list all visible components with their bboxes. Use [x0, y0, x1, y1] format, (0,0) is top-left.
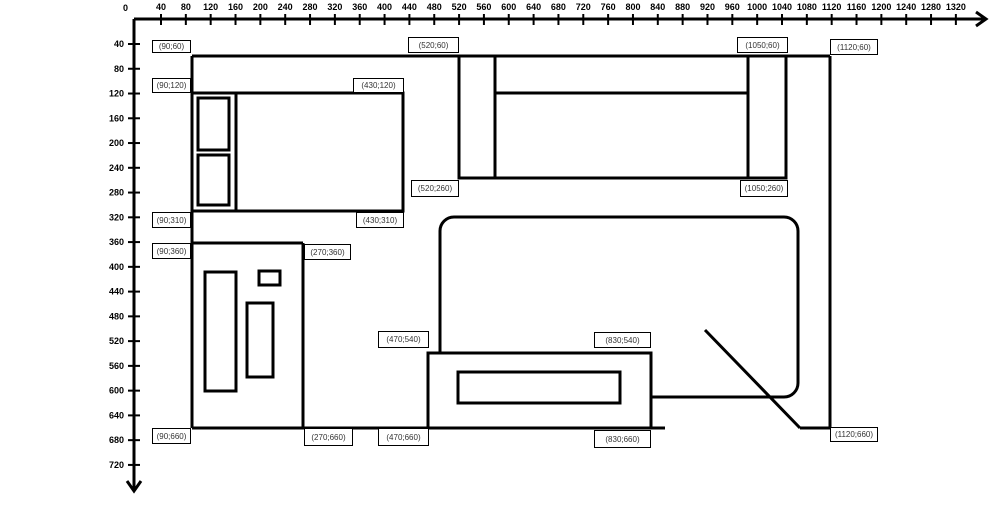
- y-tick-label: 120: [109, 89, 124, 99]
- column-1050: [746, 54, 788, 180]
- column-520: [457, 54, 497, 180]
- cabinet-2: [196, 153, 231, 207]
- x-tick-label: 1240: [896, 2, 916, 12]
- y-tick-label: 680: [109, 435, 124, 445]
- coord-label: (430;310): [356, 212, 404, 228]
- x-tick-label: 360: [352, 2, 367, 12]
- x-tick-label: 960: [725, 2, 740, 12]
- x-tick-label: 400: [377, 2, 392, 12]
- y-tick-label: 40: [114, 39, 124, 49]
- x-tick-label: 120: [203, 2, 218, 12]
- shelf-1: [203, 270, 238, 393]
- coord-label: (270;360): [304, 244, 351, 260]
- x-tick-label: 160: [228, 2, 243, 12]
- coord-label: (520;60): [408, 37, 459, 53]
- y-tick-label: 480: [109, 311, 124, 321]
- y-tick-label: 320: [109, 212, 124, 222]
- y-tick-label: 360: [109, 237, 124, 247]
- diagonal-wall: [703, 328, 802, 430]
- x-tick-label: 880: [675, 2, 690, 12]
- y-tick-label: 240: [109, 163, 124, 173]
- coord-label: (830;540): [594, 332, 651, 348]
- x-tick-label: 840: [650, 2, 665, 12]
- y-tick-label: 80: [114, 64, 124, 74]
- x-tick-label: 40: [156, 2, 166, 12]
- coord-label: (90;120): [152, 78, 191, 93]
- coord-label: (1120;60): [830, 39, 878, 55]
- room-90-120: [190, 91, 405, 213]
- y-tick-label: 200: [109, 138, 124, 148]
- y-tick-label: 640: [109, 410, 124, 420]
- y-tick-label: 720: [109, 460, 124, 470]
- x-tick-label: 1160: [847, 2, 867, 12]
- x-tick-label: 280: [303, 2, 318, 12]
- coord-label: (270;660): [304, 428, 353, 446]
- x-tick-label: 920: [700, 2, 715, 12]
- x-tick-label: 440: [402, 2, 417, 12]
- cabinet-1: [196, 96, 231, 152]
- y-tick-label: 160: [109, 113, 124, 123]
- coord-label: (520;260): [411, 180, 459, 197]
- y-tick-label: 400: [109, 262, 124, 272]
- y-tick-label: 560: [109, 361, 124, 371]
- small-box: [257, 269, 282, 287]
- x-tick-label: 1040: [772, 2, 792, 12]
- x-tick-label: 200: [253, 2, 268, 12]
- x-tick-label: 1120: [822, 2, 842, 12]
- x-tick-label: 680: [551, 2, 566, 12]
- x-tick-label: 760: [601, 2, 616, 12]
- shelf-2: [245, 301, 275, 379]
- x-tick-label: 520: [452, 2, 467, 12]
- coord-label: (90;60): [152, 40, 191, 53]
- x-tick-label: 1080: [797, 2, 817, 12]
- x-tick-label: 240: [278, 2, 293, 12]
- origin-label: 0: [123, 3, 128, 13]
- x-tick-label: 600: [501, 2, 516, 12]
- coord-label: (1050;60): [737, 37, 788, 53]
- inner-box: [456, 370, 622, 405]
- y-axis-arrow-icon: [125, 480, 143, 494]
- y-tick-label: 440: [109, 287, 124, 297]
- x-tick-label: 640: [526, 2, 541, 12]
- x-tick-label: 720: [576, 2, 591, 12]
- coord-label: (90;310): [152, 212, 191, 228]
- coord-label: (90;360): [152, 243, 191, 259]
- y-tick-label: 600: [109, 386, 124, 396]
- x-tick-label: 80: [181, 2, 191, 12]
- x-tick-label: 320: [327, 2, 342, 12]
- x-tick-label: 1320: [946, 2, 966, 12]
- y-tick-label: 520: [109, 336, 124, 346]
- axes: [125, 10, 989, 494]
- x-tick-label: 560: [476, 2, 491, 12]
- x-axis-arrow-icon: [975, 10, 989, 28]
- x-tick-label: 1280: [921, 2, 941, 12]
- x-tick-label: 480: [427, 2, 442, 12]
- coord-label: (430;120): [353, 78, 404, 93]
- coord-label: (470;660): [378, 428, 429, 446]
- coord-label: (470;540): [378, 331, 429, 348]
- walls: [190, 54, 832, 430]
- x-tick-label: 1000: [747, 2, 767, 12]
- x-tick-label: 800: [625, 2, 640, 12]
- box-470-540: [426, 351, 653, 430]
- coord-label: (1120;660): [830, 427, 878, 442]
- coord-label: (830;660): [594, 430, 651, 448]
- coord-label: (1050;260): [740, 180, 788, 197]
- coord-label: (90;660): [152, 428, 191, 444]
- x-tick-label: 1200: [871, 2, 891, 12]
- y-tick-label: 280: [109, 188, 124, 198]
